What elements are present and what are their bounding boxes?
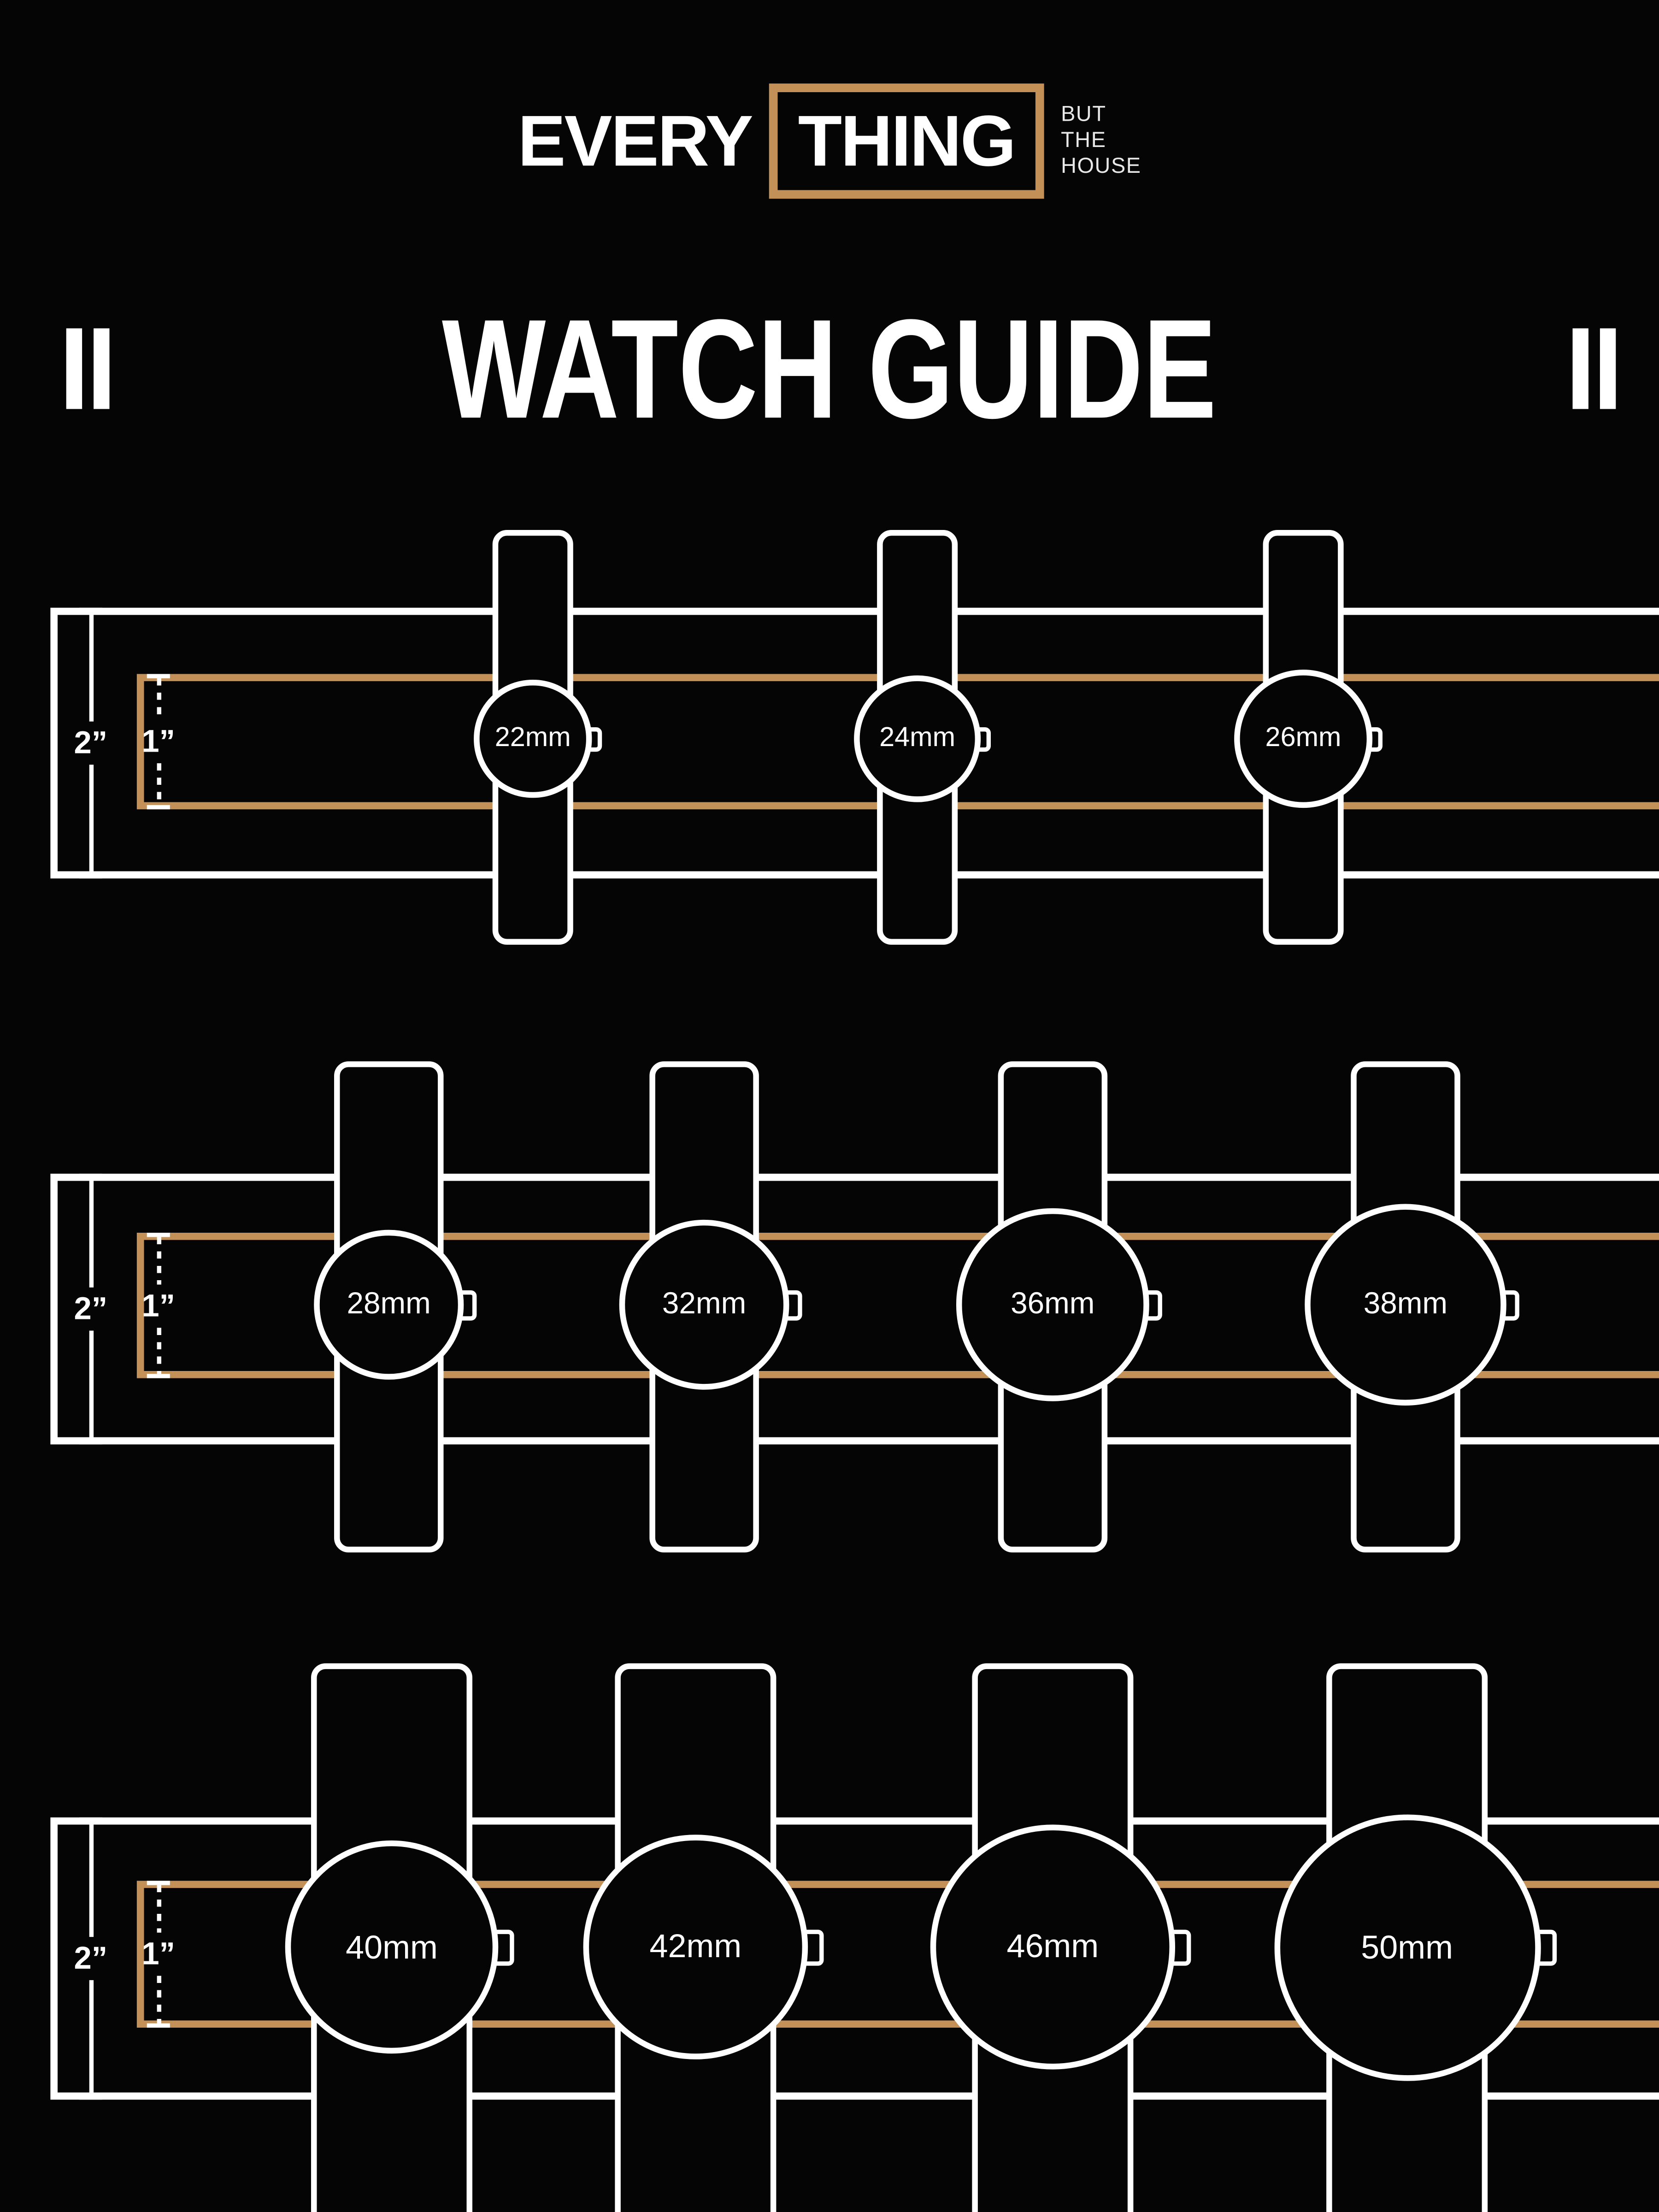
dim-line: [156, 678, 161, 720]
page-title: WATCH GUIDE: [0, 298, 1659, 439]
brand-tagline-line: BUT: [1061, 103, 1106, 128]
watch-size-label: 28mm: [347, 1288, 431, 1322]
dim-line: [156, 1885, 161, 1933]
watch-size-label: 40mm: [346, 1927, 438, 1965]
brand-tagline-line: THE: [1061, 128, 1106, 153]
band-1in-outline: [136, 1233, 1659, 1378]
dim-end-tick: [79, 1440, 102, 1445]
dim-end-tick: [147, 1374, 170, 1378]
dim-end-tick: [147, 1881, 170, 1885]
dimension-marker-1in: 1”: [127, 1233, 190, 1378]
dimension-label: 2”: [74, 724, 108, 760]
dimension-label: 2”: [74, 1940, 108, 1976]
watch-size-label: 46mm: [1006, 1927, 1099, 1965]
watch-size-label: 36mm: [1011, 1288, 1095, 1322]
dim-end-tick: [79, 874, 102, 879]
dim-end-tick: [147, 805, 170, 810]
watch-size-label: 22mm: [494, 724, 571, 754]
watch-face: 32mm: [619, 1219, 790, 1390]
dim-line: [156, 1976, 161, 2024]
dimension-marker-1in: 1”: [127, 1881, 190, 2028]
dimension-label: 2”: [74, 1290, 108, 1327]
dim-line: [88, 1330, 93, 1440]
dim-end-tick: [79, 1817, 102, 1822]
watch-size-label: 50mm: [1361, 1927, 1453, 1965]
watch-size-label: 38mm: [1363, 1288, 1448, 1322]
dim-end-tick: [147, 674, 170, 678]
dim-line: [88, 1980, 93, 2095]
brand-logo: EVERY THING BUT THE HOUSE: [0, 83, 1659, 199]
dim-line: [88, 765, 93, 874]
dimension-marker-2in: 2”: [59, 1817, 123, 2100]
dimension-marker-2in: 2”: [59, 1173, 123, 1445]
watch-face: 46mm: [930, 1824, 1176, 2070]
dimension-label: 1”: [141, 1287, 176, 1323]
watch-size-label: 26mm: [1265, 724, 1341, 754]
band-1in-outline: [136, 1881, 1659, 2028]
dim-end-tick: [79, 2095, 102, 2100]
band-2in-outline: [50, 607, 1659, 879]
dimension-marker-1in: 1”: [127, 674, 190, 810]
dim-line: [88, 1178, 93, 1288]
page-title-text: WATCH GUIDE: [442, 289, 1217, 448]
dimension-marker-2in: 2”: [59, 607, 123, 879]
dim-end-tick: [79, 1173, 102, 1178]
band-2in-outline: [50, 1173, 1659, 1445]
dim-line: [88, 1822, 93, 1937]
dim-line: [156, 1327, 161, 1374]
brand-word-thing-box: THING: [769, 83, 1044, 199]
dim-line: [156, 1237, 161, 1284]
dim-end-tick: [79, 607, 102, 612]
dim-end-tick: [147, 1233, 170, 1237]
dim-line: [156, 763, 161, 805]
dim-end-tick: [147, 2023, 170, 2028]
watch-size-label: 32mm: [662, 1288, 747, 1322]
dimension-label: 1”: [141, 1936, 176, 1972]
watch-size-label: 42mm: [649, 1927, 742, 1965]
dimension-label: 1”: [141, 723, 176, 759]
dim-line: [88, 612, 93, 722]
watch-size-label: 24mm: [879, 724, 956, 754]
brand-tagline: BUT THE HOUSE: [1061, 103, 1141, 179]
brand-tagline-line: HOUSE: [1061, 153, 1141, 179]
brand-word-every: EVERY: [518, 100, 753, 182]
decorative-edge-mark-left: [66, 328, 110, 409]
watch-face: 50mm: [1274, 1813, 1541, 2081]
decorative-edge-mark-right: [1572, 328, 1616, 409]
